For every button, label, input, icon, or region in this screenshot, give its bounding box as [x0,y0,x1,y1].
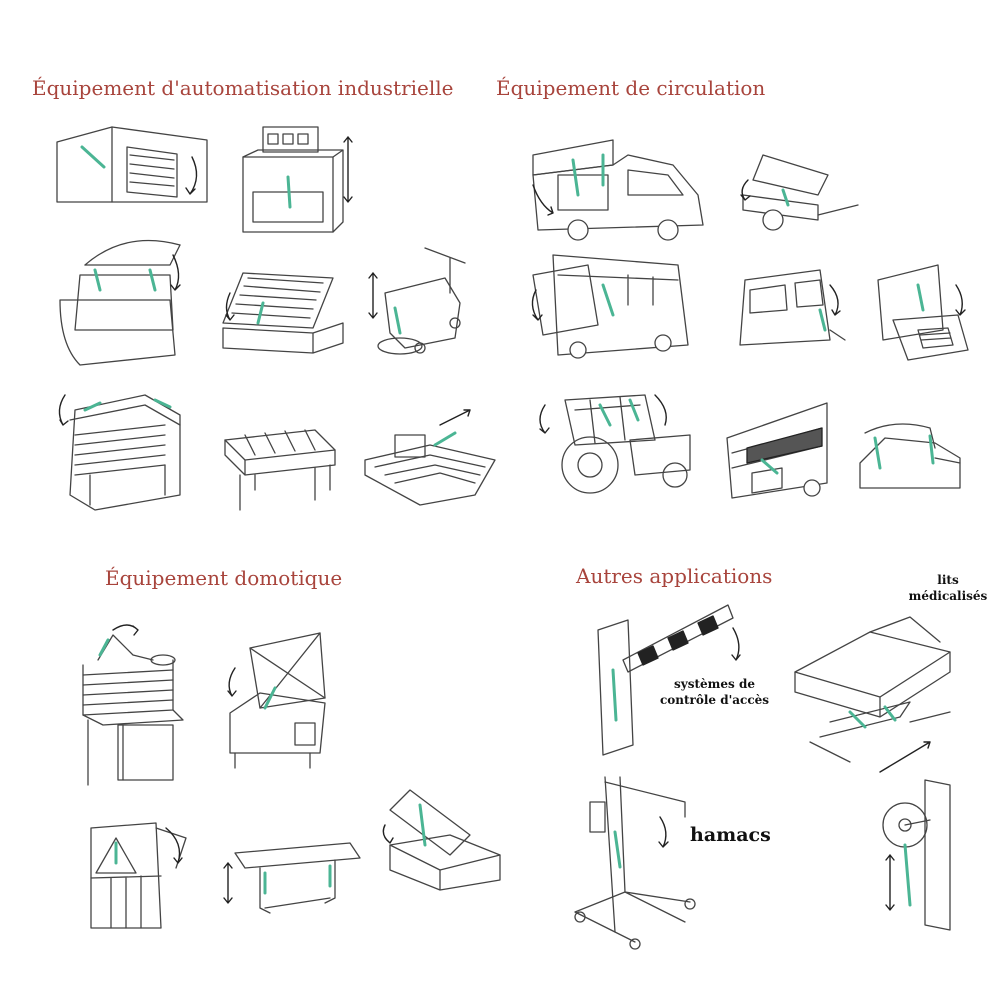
caption-hoists: hamacs [690,824,771,846]
caption-medical-beds: lits médicalisés [900,572,996,604]
illustration-kitchen-cabinet [90,822,187,929]
caption-medical-beds-line2: médicalisés [908,589,988,603]
illustration-hatch-box [382,789,501,891]
illustration-tractor [539,394,691,494]
illustration-coach [726,402,828,499]
illustration-trailer [740,154,859,231]
illustration-display-cabinet [59,239,181,366]
illustration-lift-table [223,842,361,914]
illustration-bus [531,254,689,359]
caption-access-control-line2: contrôle d'accès [659,693,770,707]
illustration-foosball-table [224,429,336,511]
illustration-conveyor [364,409,496,506]
caption-medical-beds-line1: lits [937,573,959,587]
illustration-desk [82,624,184,786]
illustration-barrier [597,604,741,756]
illustration-patient-hoist [574,776,696,950]
illustration-medical-bed [794,616,951,773]
illustration-wall-pulley [882,779,951,931]
illustration-market-stall [58,394,181,511]
illustration-room-door [56,126,208,203]
heading-industrial: Équipement d'automatisation industrielle [32,76,454,100]
illustration-floor-scrubber [368,247,466,355]
heading-home: Équipement domotique [105,566,343,590]
illustration-food-truck [532,139,704,241]
illustration-vehicle-hatch [877,264,969,361]
caption-access-control: systèmes de contrôle d'accès [652,676,777,708]
illustration-storage-bed [222,272,344,354]
illustration-tank [227,632,326,769]
heading-traffic: Équipement de circulation [496,76,766,100]
caption-access-control-line1: systèmes de [674,677,755,691]
heading-other: Autres applications [576,564,773,588]
illustration-caravan [739,269,846,346]
illustration-car-trunk [859,423,961,489]
illustration-lift-machine [242,126,353,233]
